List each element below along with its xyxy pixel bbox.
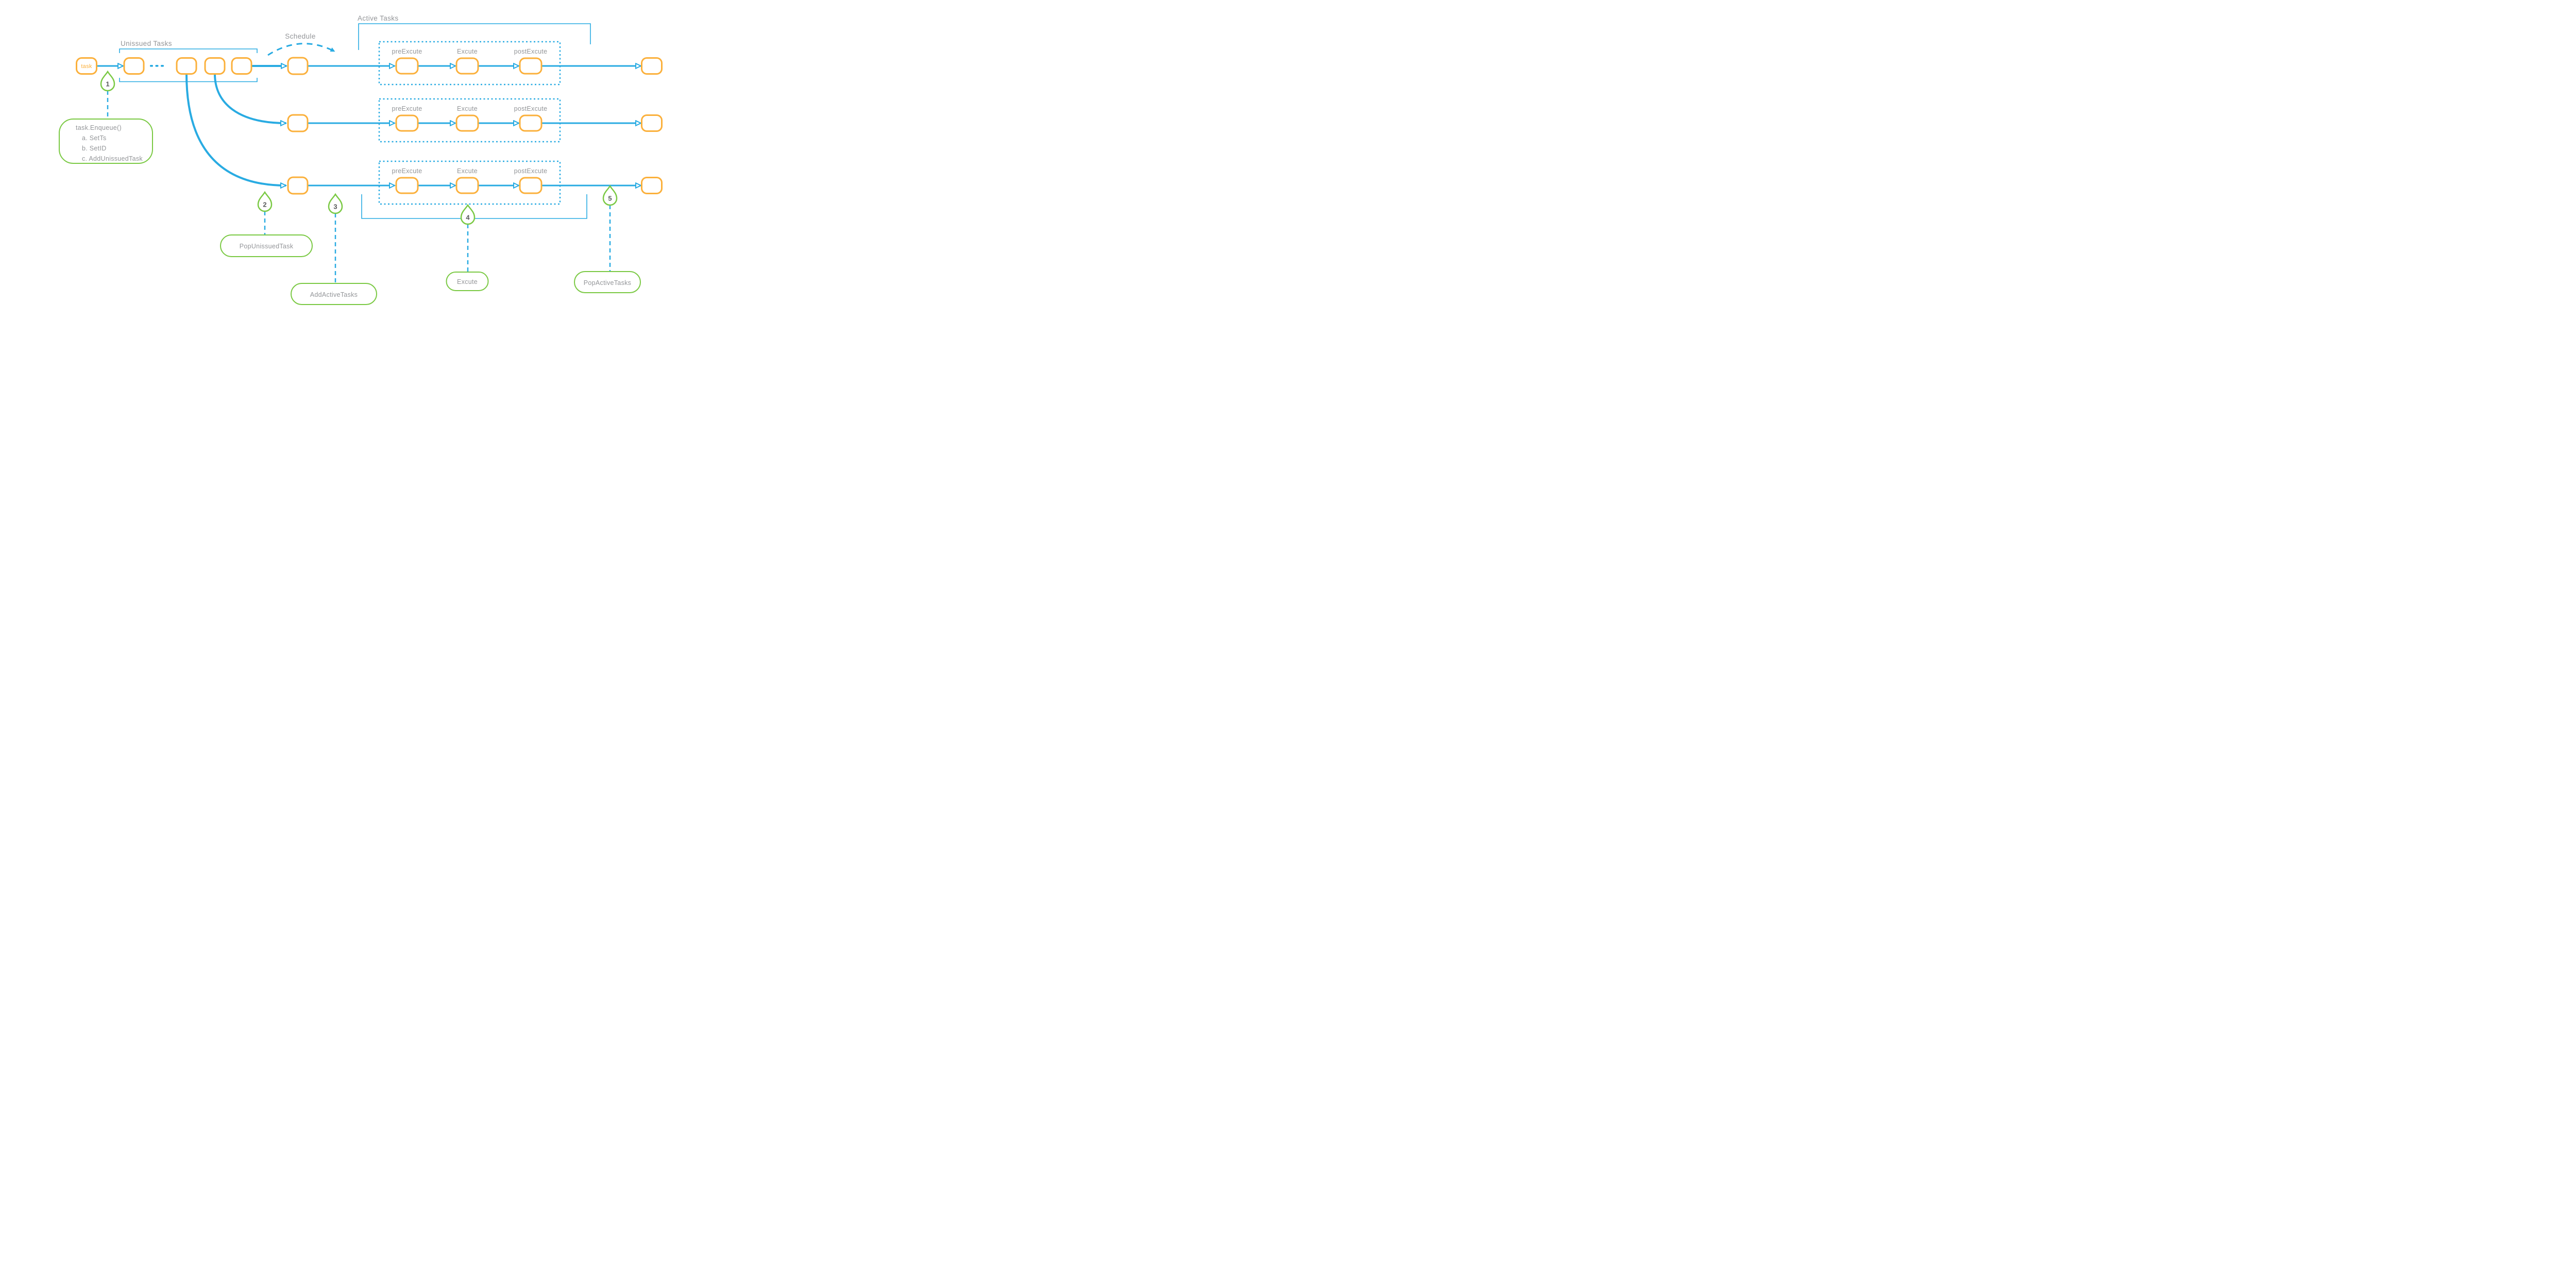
marker-3: 3 [328,193,343,283]
postexcute-node-row1 [519,57,543,75]
note-add-active-tasks-label: AddActiveTasks [310,291,358,298]
stage-label-postexcute-row1: postExcute [514,48,548,55]
note-excute-label: Excute [457,278,478,285]
stage-label-excute-row1: Excute [457,48,478,55]
diagram-canvas: Unissued Tasks Active Tasks Schedule [0,0,778,320]
stage-label-preexcute-row3: preExcute [392,167,422,175]
queue-task-node-2 [176,57,197,75]
stage-label-preexcute-row1: preExcute [392,48,422,55]
pipeline-box-row2 [378,98,561,143]
scheduled-task-node-row2 [287,114,309,132]
active-tasks-bracket-top [358,23,591,50]
task-source-group: task [76,57,97,75]
task-node-label: task [81,63,92,70]
note-task-enqueue: task.Enqueue() a. SetTs b. SetID c. AddU… [59,119,153,164]
preexcute-node-row1 [395,57,419,75]
marker-2: 2 [257,191,273,234]
arrow-queue-to-scheduled-row2 [214,74,286,124]
marker-4: 4 [460,204,476,272]
postexcute-node-row3 [519,177,543,194]
stage-label-excute-row3: Excute [457,167,478,175]
postexcute-node-row2 [519,114,543,132]
note-excute-box [446,272,489,291]
marker-2-number: 2 [263,201,266,209]
pipeline-row-2: preExcute Excute postExcute [287,98,663,143]
arrow-queue-to-scheduled-row3 [185,74,286,186]
queue-task-node-3 [204,57,226,75]
stage-label-preexcute-row2: preExcute [392,105,422,112]
schedule-heading: Schedule [285,32,316,40]
stage-label-postexcute-row2: postExcute [514,105,548,112]
preexcute-node-row3 [395,177,419,194]
marker-4-number: 4 [466,214,470,222]
marker-5-number: 5 [608,195,612,203]
excute-node-row3 [455,177,479,194]
pipeline-row-3: preExcute Excute postExcute [287,160,663,205]
queue-task-node-4 [231,57,252,75]
ellipsis-dots [150,65,164,67]
note-add-active-tasks: AddActiveTasks [291,283,377,305]
note-pop-active-tasks-label: PopActiveTasks [584,279,631,286]
unissued-queue-bracket-bottom [119,78,258,82]
step-markers: 1 2 3 4 5 [100,71,618,283]
annotation-notes: task.Enqueue() a. SetTs b. SetID c. AddU… [59,119,641,305]
note-task-enqueue-line2: a. SetTs [82,134,107,142]
stage-label-excute-row2: Excute [457,105,478,112]
note-task-enqueue-line1: task.Enqueue() [76,124,122,131]
flow-arrows [97,66,641,185]
unissued-queue-group [123,57,252,75]
note-pop-active-tasks-box [574,271,641,293]
unissued-tasks-heading: Unissued Tasks [121,40,172,47]
preexcute-node-row2 [395,114,419,132]
excute-node-row1 [455,57,479,75]
scheduled-task-node-row3 [287,176,309,195]
note-pop-unissued-task-box [220,234,313,257]
schedule-dashed-arc-arrow [267,43,335,56]
note-pop-unissued-task-label: PopUnissuedTask [240,243,294,250]
pipeline-box-row3 [378,160,561,205]
unissued-tasks-section: Unissued Tasks [119,40,258,82]
result-task-node-row2 [641,114,663,132]
note-task-enqueue-line4: c. AddUnissuedTask [82,155,143,162]
marker-1: 1 [100,71,115,119]
note-task-enqueue-box [59,119,153,164]
note-task-enqueue-line3: b. SetID [82,145,107,152]
ellipsis-dot-2 [155,65,159,67]
ellipsis-dot-1 [150,65,153,67]
note-add-active-tasks-box [291,283,377,305]
note-pop-active-tasks: PopActiveTasks [574,271,641,293]
note-excute: Excute [446,272,489,291]
pipeline-box-row1 [378,41,561,86]
marker-1-number: 1 [106,80,109,88]
note-pop-unissued-task: PopUnissuedTask [220,234,313,257]
queue-task-node-1 [123,57,145,75]
pipeline-row-1: preExcute Excute postExcute [287,41,663,86]
result-task-node-row3 [641,177,663,194]
stage-label-postexcute-row3: postExcute [514,167,548,175]
task-scheduler-flow-diagram: Unissued Tasks Active Tasks Schedule [59,14,663,305]
active-tasks-heading: Active Tasks [358,14,399,22]
task-node [76,57,97,75]
result-task-node-row1 [641,57,663,75]
scheduled-task-node-row1 [287,57,309,75]
schedule-section: Schedule [267,32,335,56]
unissued-queue-bracket-top [119,48,258,53]
marker-3-number: 3 [333,203,337,211]
ellipsis-dot-3 [161,65,164,67]
marker-5: 5 [602,185,618,271]
excute-node-row2 [455,114,479,132]
